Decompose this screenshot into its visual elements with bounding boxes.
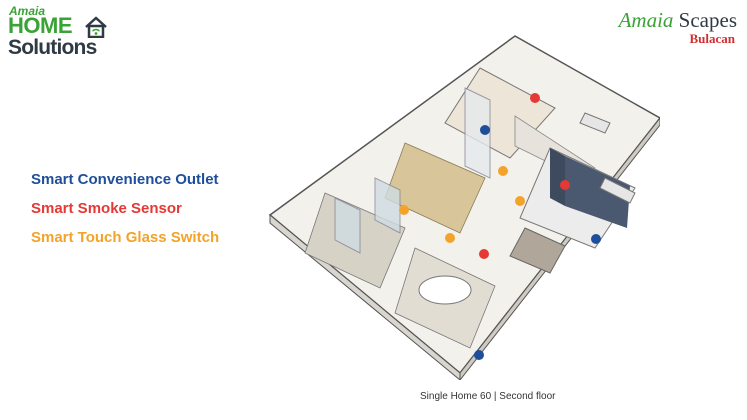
logo-brand-small: Amaia [9, 4, 46, 18]
amaia-home-solutions-logo: Amaia HOME Solutions [6, 4, 110, 62]
logo-location: Bulacan [689, 31, 735, 46]
logo-brand-home: HOME [8, 13, 73, 38]
legend-outlet: Smart Convenience Outlet [31, 171, 219, 188]
logo-title: Amaia Scapes [618, 8, 737, 32]
floor-caption: Single Home 60 | Second floor [420, 391, 556, 402]
house-wifi-icon [85, 16, 107, 38]
logo-brand-solutions: Solutions [8, 36, 97, 59]
device-legend: Smart Convenience Outlet Smart Smoke Sen… [31, 170, 219, 257]
amaia-scapes-logo: Amaia Scapes Bulacan [597, 8, 737, 52]
legend-smoke-sensor: Smart Smoke Sensor [31, 200, 182, 217]
floor-plan-illustration [268, 35, 660, 380]
legend-glass-switch: Smart Touch Glass Switch [31, 229, 220, 246]
